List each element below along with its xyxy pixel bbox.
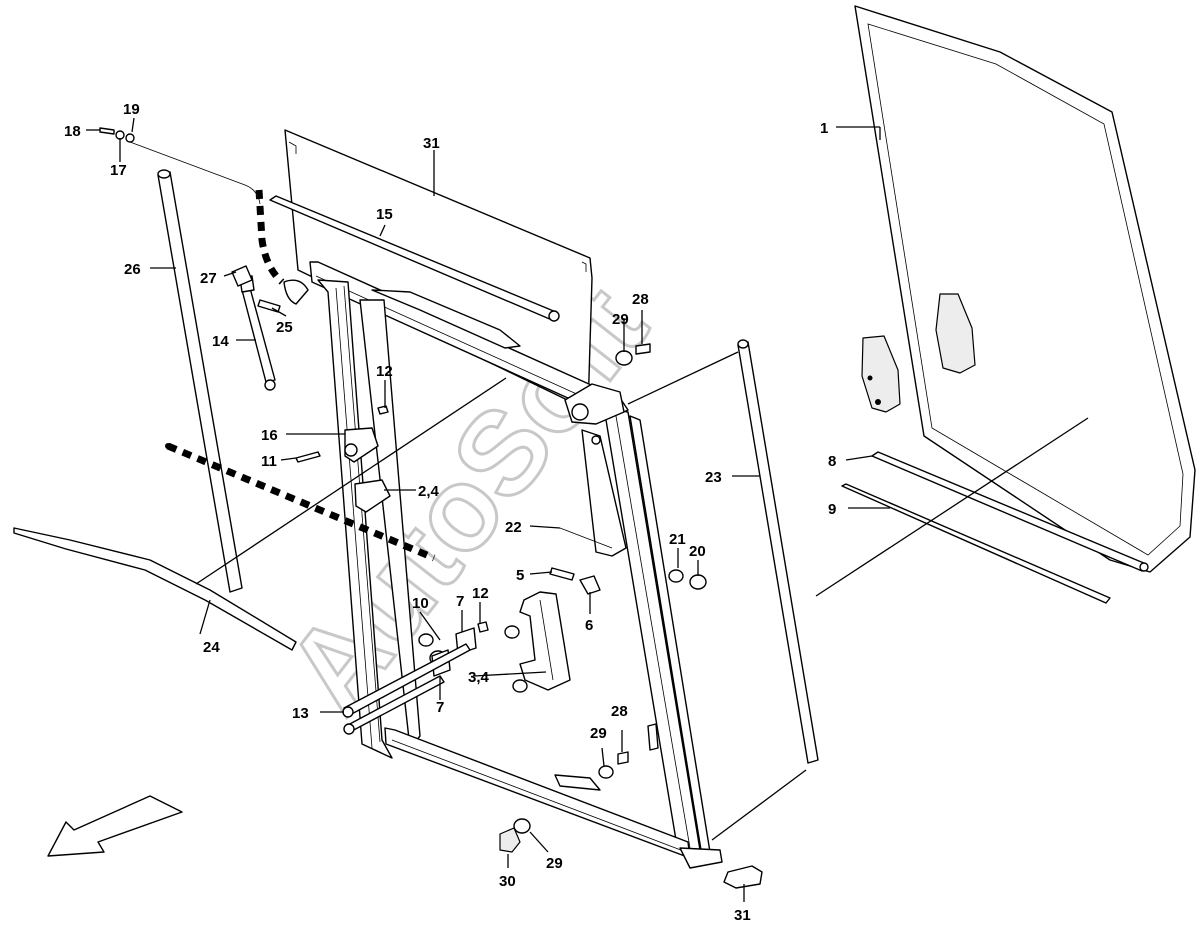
part-14-gas-strut [239, 275, 276, 391]
callout-19: 19 [123, 101, 140, 118]
leader-lines [86, 117, 1089, 902]
callout-16: 16 [261, 427, 278, 444]
part-15-upper-rod [269, 195, 560, 322]
callout-25: 25 [276, 319, 293, 336]
part-13-hinge-bolt [342, 643, 471, 735]
part-3-4-door-handle [504, 591, 571, 693]
part-28-29-fastener-lower [598, 751, 629, 779]
part-8-seal-strip [871, 451, 1149, 572]
part-29-30-fastener-bottom [499, 818, 531, 853]
part-22-rod [559, 527, 613, 549]
part-1-door-glass [854, 5, 1196, 573]
part-26-vertical-seal [157, 169, 243, 593]
callout-5: 5 [516, 567, 524, 584]
callout-22: 22 [505, 519, 522, 536]
callout-6: 6 [585, 617, 593, 634]
callout-12-upper: 12 [376, 363, 393, 380]
callout-24: 24 [203, 639, 220, 656]
callout-9: 9 [828, 501, 836, 518]
callout-29-upper: 29 [612, 311, 629, 328]
callout-3-4: 3,4 [468, 669, 490, 686]
callout-17: 17 [110, 162, 127, 179]
callout-14: 14 [212, 333, 229, 350]
callout-23: 23 [705, 469, 722, 486]
callout-15: 15 [376, 206, 393, 223]
part-16-lock-bracket [344, 427, 391, 513]
part-24-lower-seal [13, 527, 297, 651]
part-5-spring [549, 567, 575, 581]
callout-10: 10 [412, 595, 429, 612]
cable [129, 141, 436, 562]
part-6-latch [579, 575, 601, 595]
callout-1: 1 [820, 120, 828, 137]
direction-arrow-icon [47, 795, 183, 857]
callout-2-4: 2,4 [418, 483, 440, 500]
callout-29-bottom: 29 [546, 855, 563, 872]
callout-7-lower: 7 [436, 699, 444, 716]
callout-27: 27 [200, 270, 217, 287]
callout-31-lower: 31 [734, 907, 751, 924]
part-27-clip [231, 265, 253, 287]
callout-28-upper: 28 [632, 291, 649, 308]
callout-18: 18 [64, 123, 81, 140]
callout-7-upper: 7 [456, 593, 464, 610]
part-28-29-fastener-upper [615, 343, 651, 366]
callout-31-upper: 31 [423, 135, 440, 152]
callout-8: 8 [828, 453, 836, 470]
callout-20: 20 [689, 543, 706, 560]
part-11-bolt [295, 451, 321, 463]
callout-13: 13 [292, 705, 309, 722]
callout-26: 26 [124, 261, 141, 278]
part-17-18-19-cable-end [99, 127, 135, 143]
part-23-vertical-seal [737, 339, 819, 764]
callout-28-lower: 28 [611, 703, 628, 720]
callout-labels: 1 2,4 3,4 5 6 7 7 8 9 10 11 12 12 13 14 … [64, 101, 836, 924]
part-20-washer [689, 574, 707, 590]
callout-30: 30 [499, 873, 516, 890]
part-9-seal-strip [841, 483, 1111, 604]
part-21-washer [668, 569, 684, 583]
callout-12-lower: 12 [472, 585, 489, 602]
callout-21: 21 [669, 531, 686, 548]
door-frame [309, 261, 763, 889]
callout-11: 11 [261, 453, 277, 470]
callout-29-lower: 29 [590, 725, 607, 742]
